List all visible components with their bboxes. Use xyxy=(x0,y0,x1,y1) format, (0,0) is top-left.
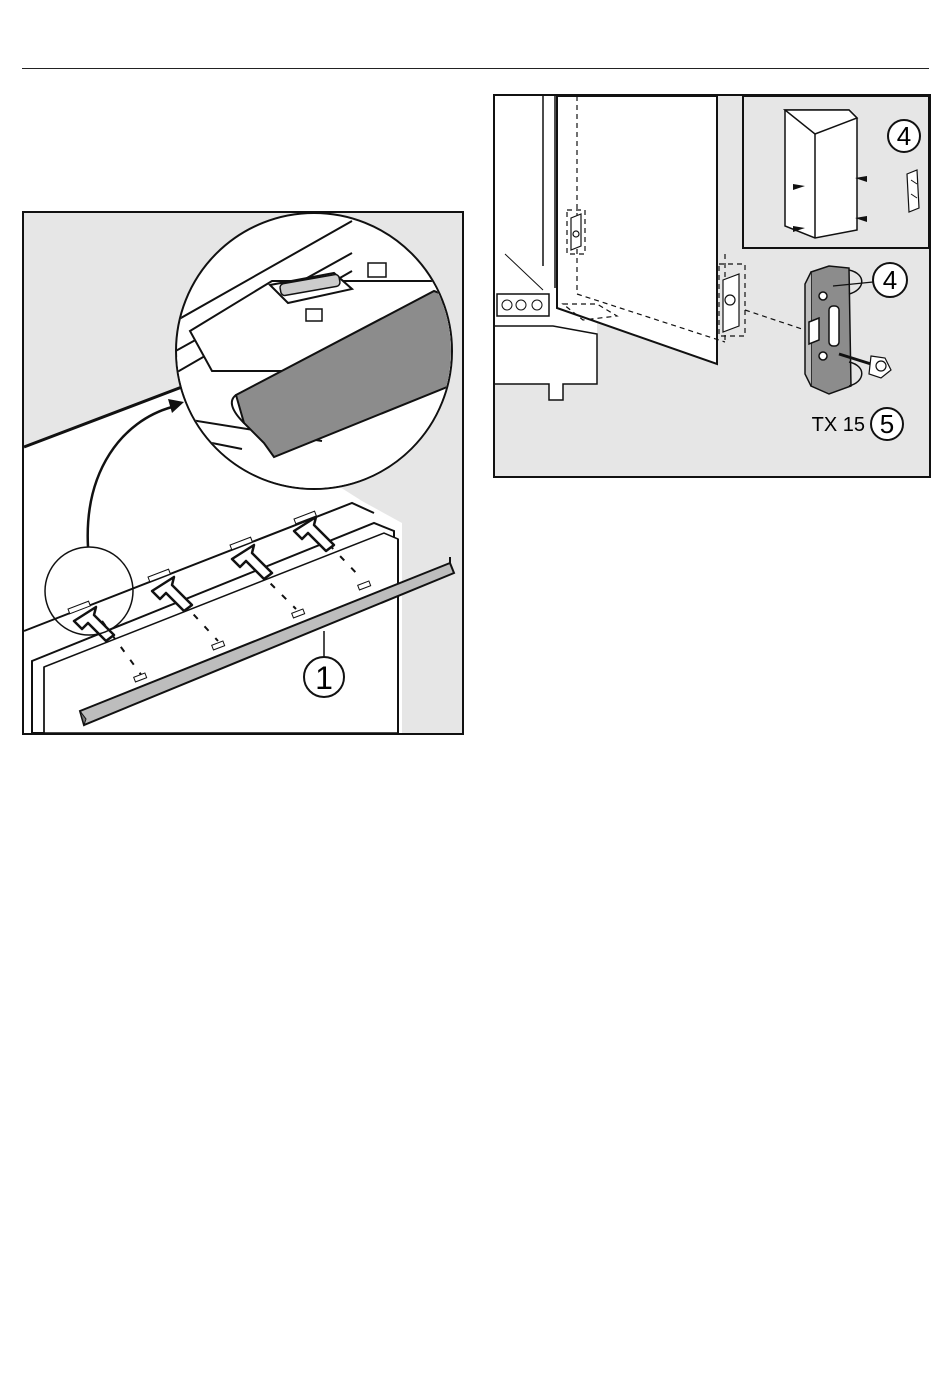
callout-4-inset-label: 4 xyxy=(897,121,911,151)
hinge-bracket-illustration: 4 4 TX 15 5 xyxy=(493,94,931,478)
figure-trim-strip-installation: 1 xyxy=(22,211,464,735)
callout-1-label: 1 xyxy=(315,660,333,696)
header-rule xyxy=(22,68,929,69)
figure-hinge-bracket-installation: 4 4 TX 15 5 xyxy=(493,94,931,478)
torx-size-label: TX 15 xyxy=(812,414,865,436)
callout-4-main-label: 4 xyxy=(883,265,897,295)
trim-strip-illustration: 1 xyxy=(22,211,464,735)
callout-5-label: 5 xyxy=(880,409,894,439)
